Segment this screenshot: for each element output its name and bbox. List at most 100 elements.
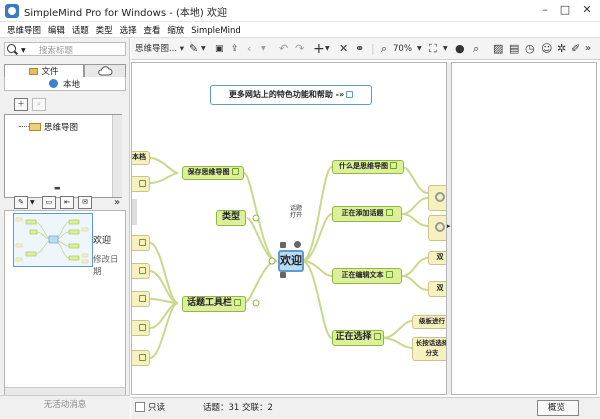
edit-icon[interactable]: ✎ [189,42,199,55]
edge-topic[interactable]: 本档 [132,151,150,165]
zoom-icon[interactable]: ⌕ [381,42,388,55]
status-bar: 只读 话题：31 交联：2 概览 [131,397,600,419]
collapse-icon[interactable] [280,242,286,248]
topic-child[interactable]: 级板进行 [412,315,446,329]
folder-icon [29,123,41,131]
search-folder-button[interactable]: ⌕ [32,98,46,111]
edge-topic[interactable] [132,320,150,336]
menu-mindmap[interactable]: 思维导图 [7,26,42,36]
menu-bar: 思维导图 编辑 话题 类型 选择 查看 缩放 SimpleMind [0,22,600,38]
menu-style[interactable]: 类型 [95,26,113,36]
collapse-panel-button[interactable]: » [114,197,121,208]
help-banner[interactable]: 更多网站上的特色功能和帮助 -» [210,85,372,105]
chevron-down-icon[interactable]: ▼ [261,45,266,52]
location-row[interactable]: 本地 [4,77,126,91]
activity-status: 无活动消息 [0,395,130,419]
topic-style[interactable]: 类型 [216,210,246,226]
mindmap-dropdown-label: 思维导图... [135,44,178,54]
thumbnail-preview [15,217,89,264]
link-icon [373,333,381,340]
topic-label: 正在选择 [335,332,372,342]
fit-screen-icon[interactable]: ⛶ [429,42,437,55]
zoom-level[interactable]: 70% [393,44,412,54]
chevron-down-icon[interactable]: ▼ [443,45,448,52]
link-icon [385,271,393,278]
menu-select[interactable]: 选择 [119,26,137,36]
mindmap-dropdown[interactable]: 思维导图... ▾ [135,44,185,54]
overview-button[interactable]: 概览 [537,400,579,416]
undo-icon[interactable]: ↶ [279,42,289,55]
scroll-handle-left[interactable] [132,199,137,225]
topic-toolbar[interactable]: 话题工具栏 [182,296,246,312]
edge-topic[interactable] [132,176,150,192]
chevron-down-icon: ▼ [21,47,26,54]
edge-topic[interactable] [132,350,150,366]
save-icon[interactable]: ▣ [215,44,224,54]
mindmap-canvas[interactable]: 更多网站上的特色功能和帮助 -» 欢迎 话题打开 保存思维导图 类型 话题工具栏… [131,62,447,395]
edge-topic[interactable] [132,235,150,251]
menu-view[interactable]: 查看 [143,26,161,36]
edge-topic[interactable] [132,291,150,307]
topic-child[interactable]: 长按话选择分支 [412,337,446,361]
image-icon[interactable]: ▨ [493,42,504,55]
back-icon[interactable]: ‹ [247,42,252,55]
mindmap-thumbnail[interactable] [13,213,93,267]
menu-topic[interactable]: 话题 [71,26,89,36]
menu-simplemind[interactable]: SimpleMind [191,26,241,36]
edge-topic[interactable] [428,215,446,241]
topic-count: 话题：31 交联：2 [203,403,273,413]
search-input[interactable]: 搜索标题 [39,46,74,56]
tree-item[interactable]: 思维导图 [19,121,78,133]
splitter-handle[interactable]: ▬ [54,184,61,192]
delete-icon[interactable]: ✕ [339,42,349,55]
tree-scrollbar[interactable] [112,115,122,197]
tab-files[interactable]: 文件 [4,64,84,77]
clock-icon[interactable]: ◷ [525,42,535,55]
share-icon[interactable]: ⚭ [355,42,365,55]
tab-cloud[interactable] [84,64,126,77]
topic-adding-topics[interactable]: 正在添加话题 [332,206,402,222]
notes-panel[interactable] [451,62,597,395]
topic-label: 什么是思维导图 [339,162,388,170]
chevron-down-icon[interactable]: ▼ [325,45,330,52]
readonly-checkbox[interactable] [135,402,145,412]
chevron-down-icon[interactable]: ▼ [201,45,206,52]
edge-topic[interactable]: 双 [428,251,446,265]
brush-icon[interactable]: ✐ [571,42,581,55]
more-tools-button[interactable]: » [585,43,592,54]
palette-icon[interactable]: ● [455,42,465,55]
close-button[interactable]: ✕ [582,3,592,16]
new-folder-button[interactable]: ＋ [14,98,28,111]
maximize-button[interactable]: □ [559,3,571,16]
export-icon[interactable]: ⇪ [231,44,239,54]
folder-button[interactable]: ▭ [42,196,56,209]
emoji-icon[interactable]: ☺ [541,42,553,55]
add-topic-icon[interactable]: + [313,41,325,57]
chevron-down-icon[interactable]: ▼ [417,45,422,52]
note-handle-icon[interactable] [280,272,286,278]
search-icon[interactable]: ⌕ [473,42,480,55]
new-mindmap-button[interactable]: ✎ [14,196,28,209]
separator: | [371,42,375,55]
edge-topic[interactable]: 双 [428,281,446,297]
edge-topic[interactable] [428,185,446,211]
settings-icon[interactable]: ✲ [557,42,567,55]
edge-topic[interactable] [132,263,150,279]
menu-zoom[interactable]: 缩放 [167,26,185,36]
doc-list-scrollbar[interactable] [5,387,125,397]
minimize-button[interactable]: – [542,3,548,16]
topic-editing-text[interactable]: 正在编辑文本 [332,268,402,284]
panel-splitter[interactable]: ▸ [447,62,451,395]
search-box[interactable]: ▼ 搜索标题 [4,42,126,56]
topic-what-is-mindmap[interactable]: 什么是思维导图 [332,160,404,174]
topic-selecting[interactable]: 正在选择 [332,330,384,346]
redo-icon[interactable]: ↷ [295,42,305,55]
note-icon[interactable]: ▤ [509,42,520,55]
mail-button[interactable]: ✉ [78,196,92,209]
add-child-icon[interactable] [294,241,301,248]
document-name[interactable]: 欢迎 [93,236,112,246]
topic-save-mindmap[interactable]: 保存思维导图 [182,166,244,180]
central-topic[interactable]: 欢迎 [278,250,304,272]
import-button[interactable]: ⇤ [60,196,74,209]
menu-edit[interactable]: 编辑 [47,26,65,36]
